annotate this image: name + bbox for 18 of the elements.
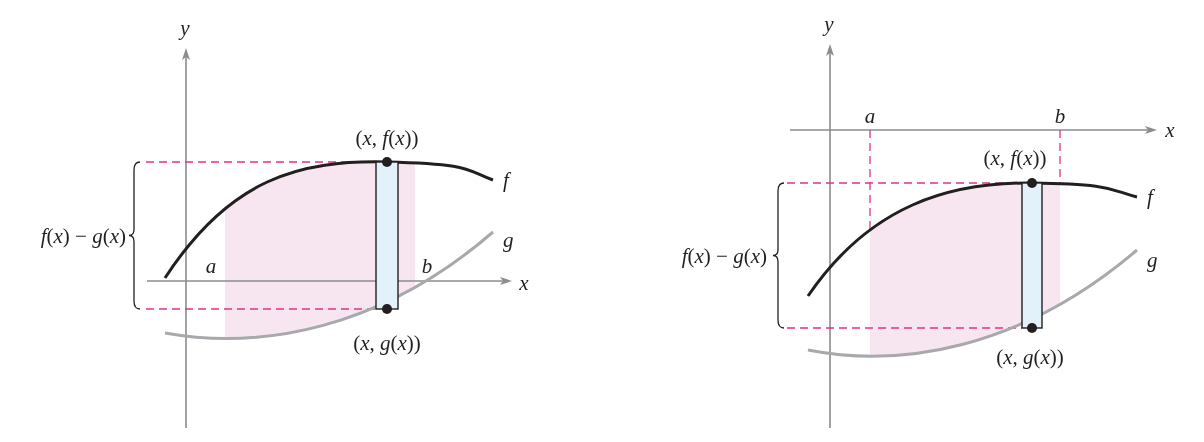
axis-label: x: [1165, 119, 1175, 141]
curve-label: g: [503, 229, 514, 251]
axis-label: x: [519, 272, 529, 294]
bound-label: b: [1054, 105, 1066, 127]
bound-label: a: [205, 255, 217, 277]
curve-label: f: [1147, 186, 1153, 208]
height-label: f(x) − g(x): [40, 225, 126, 247]
axis-label: y: [180, 17, 190, 39]
curve-label: g: [1147, 249, 1158, 271]
height-label: f(x) − g(x): [681, 245, 767, 267]
point-label: (x, f(x)): [983, 147, 1047, 169]
point-label: (x, f(x)): [355, 127, 419, 149]
bound-label: a: [864, 105, 876, 127]
axis-label: y: [824, 13, 834, 35]
point-label: (x, g(x)): [353, 332, 421, 354]
curve-label: f: [503, 169, 509, 191]
point-label: (x, g(x)): [996, 346, 1064, 368]
bound-label: b: [421, 255, 433, 277]
